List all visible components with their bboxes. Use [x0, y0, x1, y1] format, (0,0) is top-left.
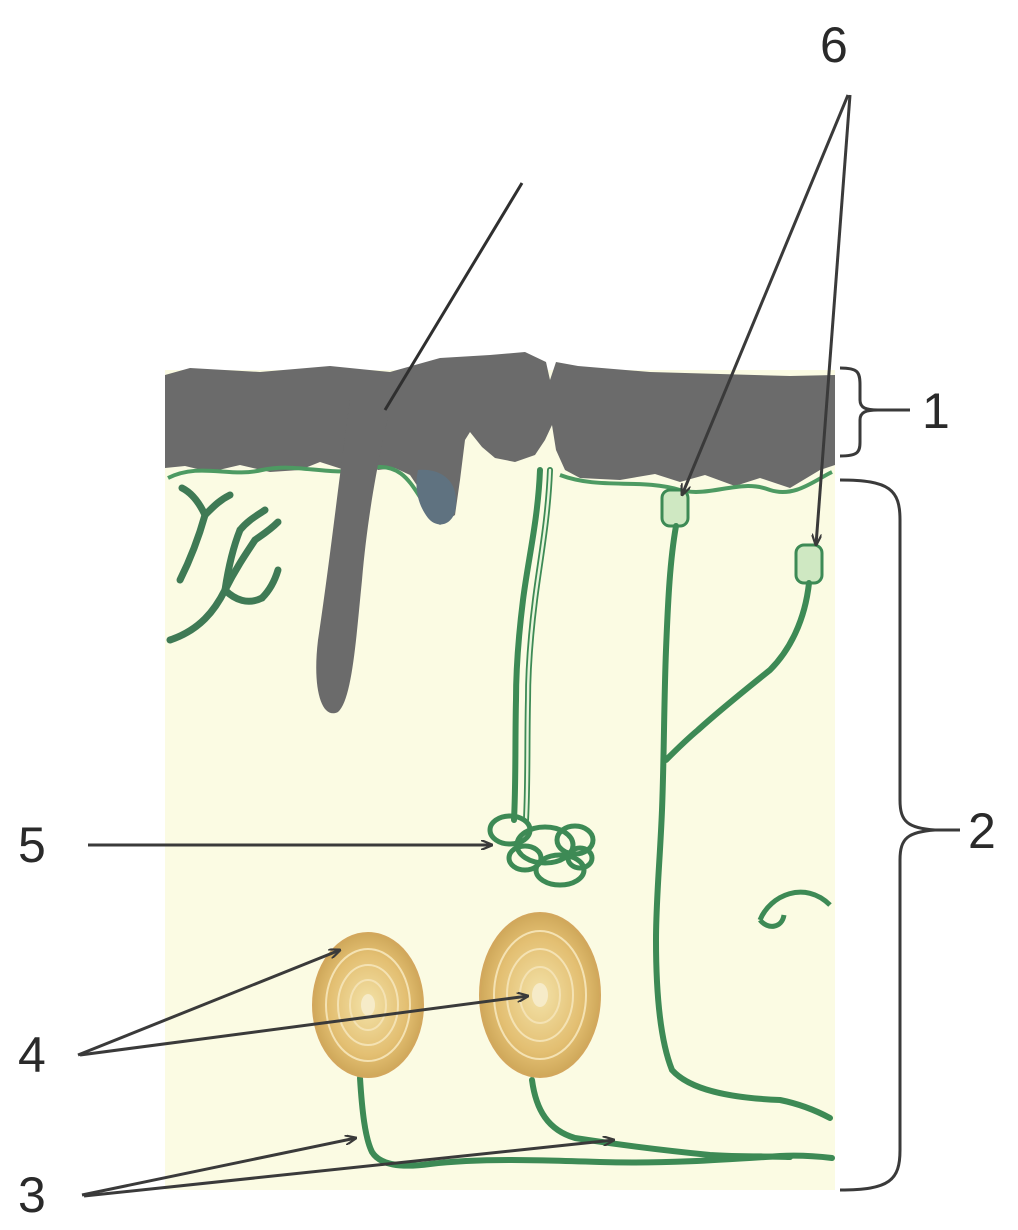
label-pacinian-corpuscles: 4 [18, 1027, 46, 1083]
dermis-region [165, 370, 835, 1190]
pacinian-corpuscle-right [480, 913, 600, 1077]
brace-epidermis [840, 368, 878, 456]
label-dermis: 2 [968, 803, 996, 859]
label-nerve-fibers: 3 [18, 1167, 46, 1223]
label-nerve-endings: 6 [820, 17, 848, 73]
label-sweat-gland: 5 [18, 817, 46, 873]
brace-dermis [840, 480, 935, 1190]
label-epidermis: 1 [922, 383, 950, 439]
